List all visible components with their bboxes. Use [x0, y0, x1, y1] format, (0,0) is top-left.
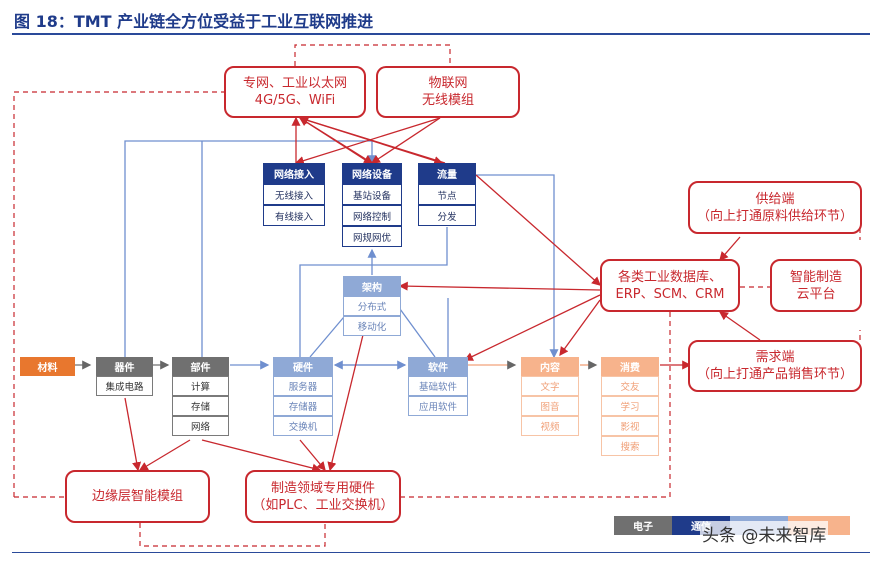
consumption-header: 消费 [601, 357, 659, 376]
consumption-item: 学习 [601, 396, 659, 416]
cloud-line2: 云平台 [796, 286, 836, 302]
component-header: 部件 [172, 357, 229, 376]
consumption-item: 交友 [601, 376, 659, 396]
hardware-item: 存储器 [273, 396, 333, 416]
net-access-header: 网络接入 [263, 163, 325, 184]
iot-line1: 物联网 [428, 76, 468, 91]
edge-box: 边缘层智能模组 [65, 470, 210, 523]
mfg-hw-line1: 制造领域专用硬件 [270, 480, 375, 496]
traffic-header: 流量 [418, 163, 476, 184]
network-line1: 专网、工业以太网 [242, 76, 347, 91]
device-header: 器件 [96, 357, 153, 376]
device-item: 集成电路 [96, 376, 153, 396]
edge-line1: 边缘层智能模组 [91, 489, 183, 504]
architecture-item: 分布式 [343, 296, 401, 316]
architecture-header: 架构 [343, 276, 401, 296]
database-box: 各类工业数据库、 ERP、SCM、CRM [600, 259, 740, 312]
title-rule [12, 33, 870, 35]
traffic-item: 节点 [418, 184, 476, 205]
network-box: 专网、工业以太网 4G/5G、WiFi [224, 66, 366, 118]
network-line2: 4G/5G、WiFi [254, 93, 336, 108]
legend-electronics: 电子 [614, 516, 672, 535]
net-device-item: 基站设备 [342, 184, 402, 205]
bottom-rule [12, 552, 870, 553]
iot-line2: 无线模组 [421, 93, 474, 108]
consumption-item: 搜索 [601, 436, 659, 456]
content-item: 图音 [521, 396, 579, 416]
architecture-item: 移动化 [343, 316, 401, 336]
software-header: 软件 [408, 357, 468, 376]
content-header: 内容 [521, 357, 579, 376]
component-item: 存储 [172, 396, 229, 416]
net-access-item: 无线接入 [263, 184, 325, 205]
hardware-header: 硬件 [273, 357, 333, 376]
database-line2: ERP、SCM、CRM [615, 286, 725, 302]
component-item: 计算 [172, 376, 229, 396]
traffic-item: 分发 [418, 205, 476, 226]
cloud-line1: 智能制造 [789, 269, 842, 285]
supply-box: 供给端 （向上打通原料供给环节） [688, 181, 862, 234]
cloud-box: 智能制造 云平台 [770, 259, 862, 312]
net-device-item: 网络控制 [342, 205, 402, 226]
net-device-item: 网规网优 [342, 226, 402, 247]
hardware-item: 交换机 [273, 416, 333, 436]
consumption-item: 影视 [601, 416, 659, 436]
software-item: 基础软件 [408, 376, 468, 396]
content-item: 视频 [521, 416, 579, 436]
hardware-item: 服务器 [273, 376, 333, 396]
software-item: 应用软件 [408, 396, 468, 416]
net-access-item: 有线接入 [263, 205, 325, 226]
net-device-header: 网络设备 [342, 163, 402, 184]
demand-box: 需求端 （向上打通产品销售环节） [688, 340, 862, 392]
database-line1: 各类工业数据库、 [617, 269, 722, 285]
demand-line1: 需求端 [755, 350, 795, 365]
iot-box: 物联网 无线模组 [376, 66, 520, 118]
demand-line2: （向上打通产品销售环节） [696, 367, 853, 382]
watermark: 头条 @未来智库 [700, 521, 829, 546]
mfg-hw-box: 制造领域专用硬件 （如PLC、工业交换机） [245, 470, 401, 523]
mfg-hw-line2: （如PLC、工业交换机） [252, 497, 394, 513]
content-item: 文字 [521, 376, 579, 396]
figure-title: 图 18：TMT 产业链全方位受益于工业互联网推进 [14, 12, 374, 31]
supply-line2: （向上打通原料供给环节） [696, 208, 853, 224]
material-header: 材料 [20, 357, 75, 376]
component-item: 网络 [172, 416, 229, 436]
supply-line1: 供给端 [755, 191, 795, 207]
